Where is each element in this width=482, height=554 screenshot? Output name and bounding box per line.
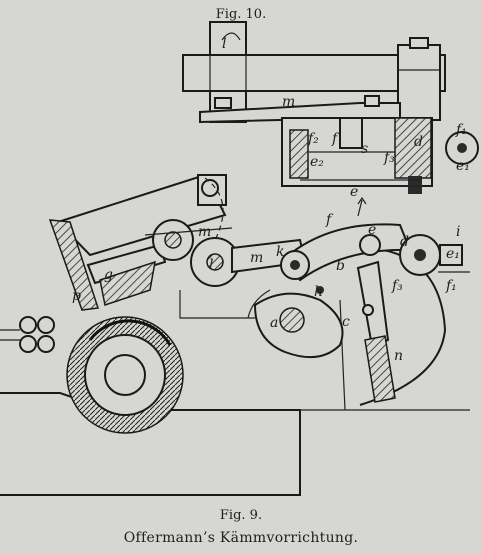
fig10-right-hub (397, 44, 441, 121)
fig9-label-g: g (104, 267, 113, 283)
fig9-label-f: f (325, 212, 334, 228)
fig9-label-h: h (314, 284, 323, 300)
fig9-top-comb (48, 219, 99, 311)
fig10-label-e: e (350, 184, 358, 200)
fig9-label-e1: e₁ (446, 246, 460, 262)
fig10-label-d: d (414, 134, 423, 150)
fig10-drawing: l m f₂ f s d f₁ e₂ f₃ e₁ e (182, 21, 479, 200)
fig10-label-l: l (222, 36, 226, 52)
fig10-label-s: s (361, 141, 368, 157)
fig10-label-f2: f₂ (307, 131, 319, 147)
fig9-comb-g (99, 260, 156, 306)
figure-title: Offermann’s Kämmvorrichtung. (123, 530, 359, 546)
fig10-label-e2: e₂ (310, 154, 324, 170)
fig9-lever-n (356, 260, 390, 348)
fig10-block-d (394, 117, 432, 179)
fig9-label-d: d (400, 234, 409, 250)
fig9-feed-roller-top (19, 316, 37, 334)
fig10-label-m: m (282, 94, 295, 110)
fig9-top-comb-arm (56, 173, 227, 257)
fig9-drawing: p g m l m k f e d i e₁ f₁ b f₃ h a c n (0, 173, 470, 496)
fig9-label-l: l (209, 257, 213, 273)
fig9-frame-arc (339, 246, 447, 406)
fig9-label-p: p (72, 288, 81, 304)
fig9-label-a: a (270, 315, 278, 331)
fig9-label-m-upper: m (198, 224, 211, 240)
fig9-feed-roller-bottom (19, 335, 37, 353)
fig9-caption: Fig. 9. (219, 508, 263, 523)
fig9-label-m-lower: m (250, 250, 263, 266)
fig9-shaft-a (279, 307, 305, 333)
fig10-label-f3: f₃ (383, 150, 395, 166)
fig9-label-f1: f₁ (445, 278, 457, 294)
fig10-caption: Fig. 10. (215, 7, 267, 22)
fig9-label-n: n (394, 348, 403, 364)
fig9-label-b: b (336, 258, 345, 274)
fig9-label-c: c (342, 314, 350, 330)
fig9-brush-n (364, 335, 396, 403)
fig9-label-f3: f₃ (391, 278, 403, 294)
fig9-label-i: i (456, 224, 460, 240)
fig9-base-frame (0, 392, 301, 496)
fig10-label-f1: f₁ (455, 122, 467, 138)
fig9-label-k: k (276, 244, 284, 260)
fig9-label-e: e (368, 222, 376, 238)
fig10-label-e1: e₁ (456, 158, 470, 174)
fig10-label-f: f (331, 131, 340, 147)
